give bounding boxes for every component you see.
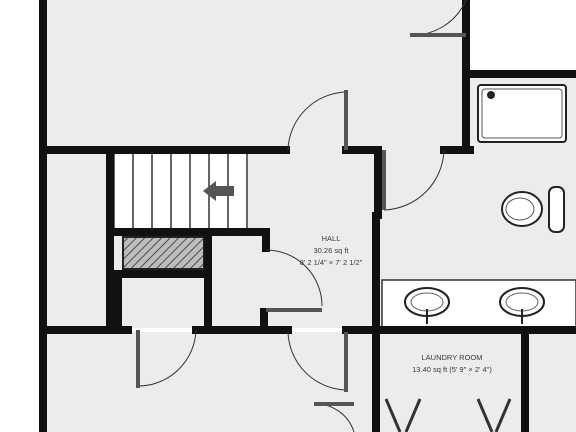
room-area: 13.40 sq ft (5' 9" × 2' 4")	[412, 365, 492, 374]
door-swing-icon	[382, 149, 445, 211]
door-swing-icon	[409, 0, 467, 37]
room-dimensions: 8' 2 1/4" × 7' 2 1/2"	[300, 258, 363, 267]
bathroom-fixtures	[477, 84, 567, 233]
staircase	[113, 153, 248, 229]
room-name: HALL	[322, 234, 341, 243]
room-name: LAUNDRY ROOM	[422, 353, 483, 362]
laundry-label: LAUNDRY ROOM 13.40 sq ft (5' 9" × 2' 4")	[412, 353, 492, 374]
top-room-floor	[46, 0, 466, 150]
door-swing-icon	[136, 329, 197, 388]
door-swing-icon	[265, 249, 323, 312]
sink-icon	[499, 287, 545, 324]
vanity-unit	[381, 279, 576, 329]
doors	[136, 0, 512, 432]
bifold-door	[384, 398, 512, 432]
walls	[39, 0, 576, 432]
hall-label: HALL 30.26 sq ft 8' 2 1/4" × 7' 2 1/2"	[300, 234, 363, 267]
sink-icon	[404, 287, 450, 324]
door-swing-icon	[287, 331, 348, 392]
stairs-arrow-icon	[203, 181, 234, 201]
room-area: 30.26 sq ft	[313, 246, 349, 255]
door-swing-icon	[313, 402, 355, 432]
lower-floor	[46, 332, 576, 432]
door-swing-icon	[287, 90, 348, 151]
shower-tray-icon	[477, 84, 567, 143]
hatched-store	[122, 236, 205, 270]
toilet-icon	[501, 186, 565, 233]
